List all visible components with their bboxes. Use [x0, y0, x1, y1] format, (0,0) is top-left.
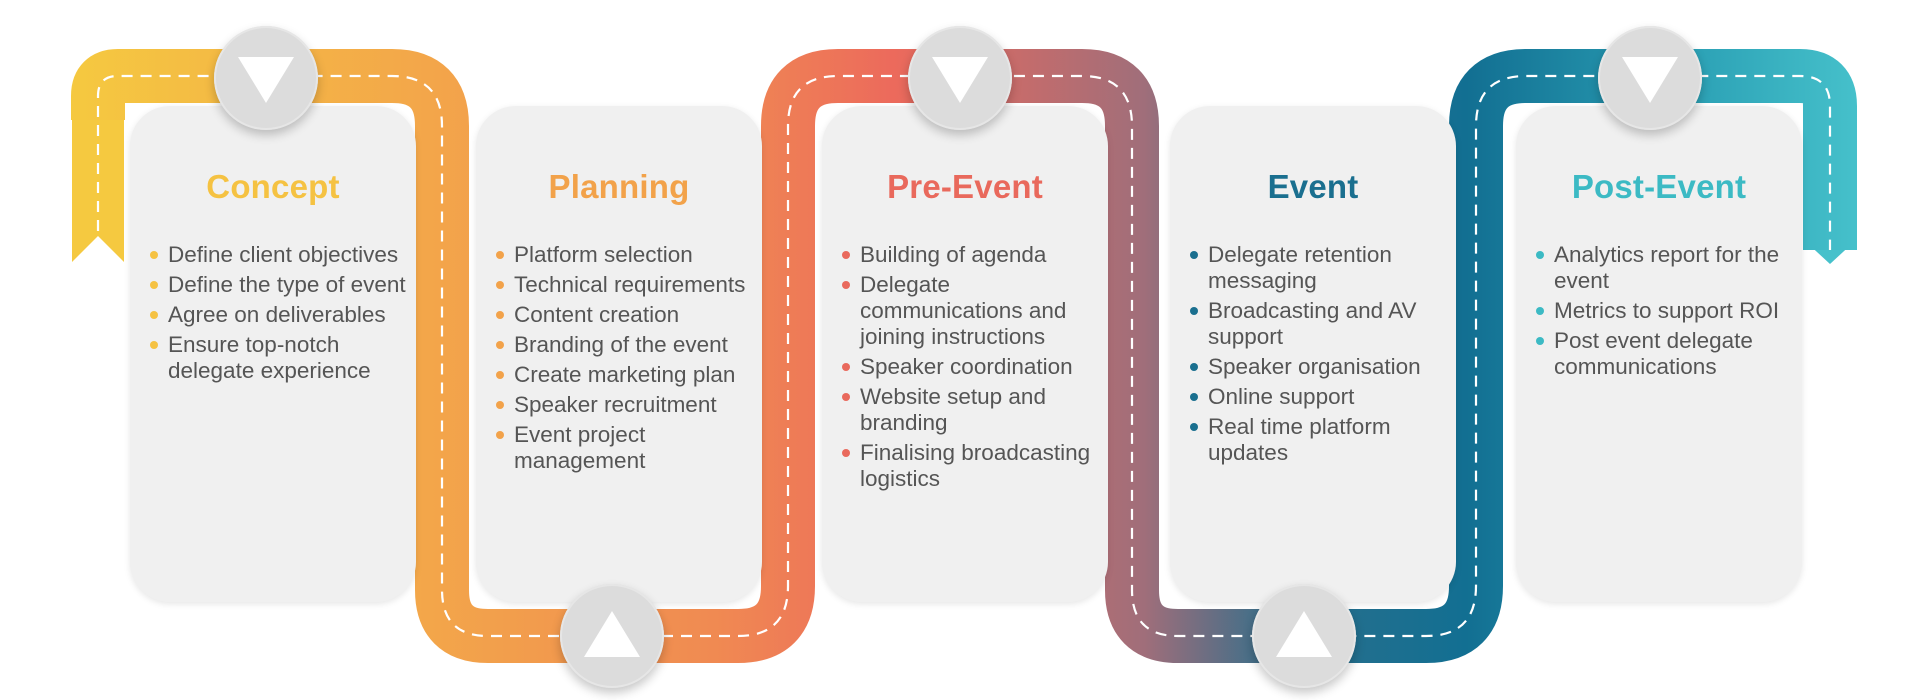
- list-item-text: Metrics to support ROI: [1554, 298, 1780, 323]
- bullet-dot-icon: [842, 393, 850, 401]
- list-item: Real time platform updates: [1190, 414, 1450, 466]
- bullet-dot-icon: [496, 341, 504, 349]
- list-item: Broadcasting and AV support: [1190, 298, 1450, 350]
- list-item-text: Building of agenda: [860, 242, 1047, 267]
- list-item: Speaker organisation: [1190, 354, 1450, 380]
- stage-item-list: Delegate retention messaging Broadcastin…: [1190, 242, 1450, 470]
- list-item-text: Event project management: [514, 422, 646, 473]
- stage-title: Event: [1267, 168, 1359, 205]
- list-item-text: Agree on deliverables: [168, 302, 386, 327]
- list-item: Speaker coordination: [842, 354, 1102, 380]
- list-item-text: Broadcasting and AV support: [1208, 298, 1417, 349]
- list-item-text: Delegate communications and joining inst…: [860, 272, 1067, 349]
- list-item-text: Analytics report for the event: [1554, 242, 1780, 293]
- list-item: Speaker recruitment: [496, 392, 756, 418]
- bullet-dot-icon: [842, 251, 850, 259]
- list-item: Finalising broadcasting logistics: [842, 440, 1102, 492]
- bullet-dot-icon: [496, 251, 504, 259]
- list-item-text: Post event delegate communications: [1554, 328, 1753, 379]
- stage-item-list: Platform selection Technical requirement…: [496, 242, 756, 478]
- list-item: Metrics to support ROI: [1536, 298, 1796, 324]
- bullet-dot-icon: [1190, 307, 1198, 315]
- bullet-dot-icon: [150, 311, 158, 319]
- list-item: Website setup and branding: [842, 384, 1102, 436]
- stage-card-concept: Concept Define client objectives Define …: [130, 106, 416, 602]
- list-item-text: Website setup and branding: [860, 384, 1046, 435]
- list-item-text: Content creation: [514, 302, 680, 327]
- list-item: Create marketing plan: [496, 362, 756, 388]
- list-item-text: Technical requirements: [514, 272, 746, 297]
- list-item-text: Speaker recruitment: [514, 392, 717, 417]
- bullet-dot-icon: [150, 281, 158, 289]
- list-item-text: Finalising broadcasting logistics: [860, 440, 1091, 491]
- stage-card-event: Event Delegate retention messaging Broad…: [1170, 106, 1456, 602]
- list-item-text: Platform selection: [514, 242, 693, 267]
- stage-item-list: Analytics report for the event Metrics t…: [1536, 242, 1796, 384]
- list-item-text: Define the type of event: [168, 272, 406, 297]
- list-item: Delegate retention messaging: [1190, 242, 1450, 294]
- bullet-dot-icon: [842, 449, 850, 457]
- arrow-up-icon: [1252, 584, 1356, 688]
- stage-item-list: Define client objectives Define the type…: [150, 242, 410, 388]
- list-item-text: Online support: [1208, 384, 1355, 409]
- list-item: Analytics report for the event: [1536, 242, 1796, 294]
- arrow-down-icon: [1598, 26, 1702, 130]
- bullet-dot-icon: [1536, 307, 1544, 315]
- bullet-dot-icon: [496, 401, 504, 409]
- list-item: Building of agenda: [842, 242, 1102, 268]
- list-item: Online support: [1190, 384, 1450, 410]
- list-item: Define the type of event: [150, 272, 410, 298]
- list-item: Platform selection: [496, 242, 756, 268]
- bullet-dot-icon: [842, 281, 850, 289]
- bullet-dot-icon: [1190, 423, 1198, 431]
- list-item: Ensure top-notch delegate experience: [150, 332, 410, 384]
- bullet-dot-icon: [150, 341, 158, 349]
- stage-card-post-event: Post-Event Analytics report for the even…: [1516, 106, 1802, 602]
- stage-card-pre-event: Pre-Event Building of agenda Delegate co…: [822, 106, 1108, 602]
- list-item-text: Define client objectives: [168, 242, 399, 267]
- bullet-dot-icon: [496, 431, 504, 439]
- bullet-dot-icon: [496, 371, 504, 379]
- bullet-dot-icon: [842, 363, 850, 371]
- list-item-text: Speaker organisation: [1208, 354, 1421, 379]
- stage-title: Pre-Event: [887, 168, 1043, 205]
- list-item: Define client objectives: [150, 242, 410, 268]
- bullet-dot-icon: [1190, 393, 1198, 401]
- bullet-dot-icon: [1536, 337, 1544, 345]
- list-item-text: Ensure top-notch delegate experience: [168, 332, 371, 383]
- list-item-text: Speaker coordination: [860, 354, 1073, 379]
- stage-title: Planning: [548, 168, 690, 205]
- stage-item-list: Building of agenda Delegate communicatio…: [842, 242, 1102, 496]
- stage-card-planning: Planning Platform selection Technical re…: [476, 106, 762, 602]
- bullet-dot-icon: [1536, 251, 1544, 259]
- bullet-dot-icon: [1190, 251, 1198, 259]
- list-item: Branding of the event: [496, 332, 756, 358]
- list-item-text: Delegate retention messaging: [1208, 242, 1392, 293]
- list-item: Agree on deliverables: [150, 302, 410, 328]
- list-item-text: Branding of the event: [514, 332, 728, 357]
- bullet-dot-icon: [496, 281, 504, 289]
- list-item: Event project management: [496, 422, 756, 474]
- list-item-text: Real time platform updates: [1208, 414, 1391, 465]
- arrow-down-icon: [908, 26, 1012, 130]
- list-item: Technical requirements: [496, 272, 756, 298]
- arrow-down-icon: [214, 26, 318, 130]
- list-item: Content creation: [496, 302, 756, 328]
- stage-title: Post-Event: [1571, 168, 1747, 205]
- list-item-text: Create marketing plan: [514, 362, 736, 387]
- bullet-dot-icon: [496, 311, 504, 319]
- list-item: Delegate communications and joining inst…: [842, 272, 1102, 350]
- arrow-up-icon: [560, 584, 664, 688]
- stage-title: Concept: [206, 168, 340, 205]
- bullet-dot-icon: [150, 251, 158, 259]
- list-item: Post event delegate communications: [1536, 328, 1796, 380]
- bullet-dot-icon: [1190, 363, 1198, 371]
